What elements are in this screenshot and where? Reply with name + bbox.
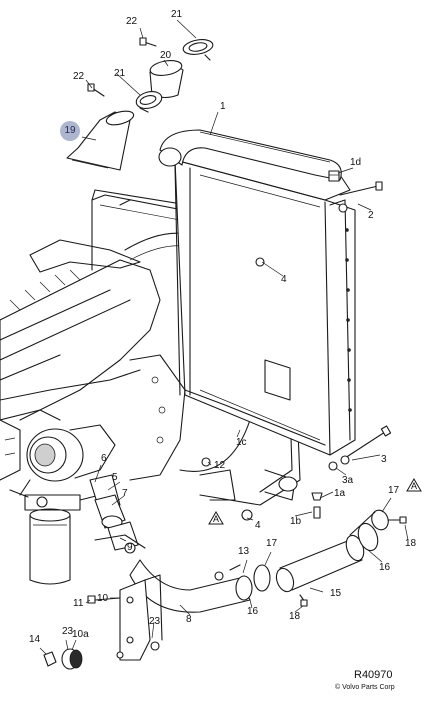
callout-10a: 10a (72, 629, 89, 640)
callout-2: 2 (368, 210, 374, 221)
callout-9: 9 (127, 542, 133, 553)
figure-reference: R40970 (354, 669, 393, 681)
callout-14: 14 (29, 634, 41, 645)
charge-air-pipe (66, 39, 214, 171)
screws-22 (87, 37, 157, 97)
turbocharger (19, 409, 116, 496)
timing-cover (129, 354, 236, 501)
callout-18-right: 18 (405, 538, 417, 549)
callout-1c: 1c (236, 437, 247, 448)
callout-1b: 1b (290, 516, 302, 527)
bolt-2 (338, 181, 383, 213)
callout-12: 12 (214, 460, 226, 471)
callout-22-top: 22 (126, 16, 138, 27)
engine-block (0, 239, 161, 481)
callout-21-top: 21 (171, 9, 183, 20)
reference-triangle-right-icon (406, 478, 422, 492)
leader-lines (39, 19, 409, 655)
reference-marker-left: A (212, 514, 219, 524)
upper-hose (158, 129, 342, 181)
mounting-bracket (43, 574, 163, 670)
callout-7: 7 (122, 488, 128, 499)
highlighted-part-marker (60, 121, 80, 141)
callout-22-left: 22 (73, 71, 85, 82)
lower-hose (129, 509, 407, 613)
callout-17-left: 17 (266, 538, 278, 549)
callout-23-left: 23 (62, 626, 74, 637)
callout-13: 13 (238, 546, 250, 557)
callout-18-left: 18 (289, 611, 301, 622)
callout-4-lower: 4 (255, 520, 261, 531)
oil-filter (9, 489, 101, 585)
bolt-3 (340, 425, 392, 465)
bolt-4 (241, 257, 265, 521)
callout-5: 5 (112, 472, 118, 483)
mount-bolts (311, 461, 338, 519)
callout-16-right: 16 (379, 562, 391, 573)
callout-20: 20 (160, 50, 172, 61)
callout-21-mid: 21 (114, 68, 126, 79)
copyright-notice: © Volvo Parts Corp (335, 684, 395, 691)
reference-triangle-left-icon (208, 511, 224, 525)
callout-15: 15 (330, 588, 342, 599)
callout-17-right: 17 (388, 485, 400, 496)
callout-3: 3 (381, 454, 387, 465)
filler-cap (328, 170, 340, 182)
callout-3a: 3a (342, 475, 354, 486)
callout-6: 6 (101, 453, 107, 464)
callout-8: 8 (186, 614, 192, 625)
thermostat-hoses (89, 474, 146, 554)
callout-1: 1 (220, 101, 226, 112)
radiator (174, 139, 356, 501)
callout-11: 11 (73, 598, 84, 609)
callout-1d: 1d (350, 157, 362, 168)
callout-16-left: 16 (247, 606, 259, 617)
callout-1a: 1a (334, 488, 346, 499)
callout-10: 10 (97, 593, 109, 604)
callout-4-upper: 4 (281, 274, 287, 285)
reference-marker-right: A (410, 481, 417, 491)
callout-19: 19 (64, 125, 76, 136)
callout-23-right: 23 (149, 616, 161, 627)
